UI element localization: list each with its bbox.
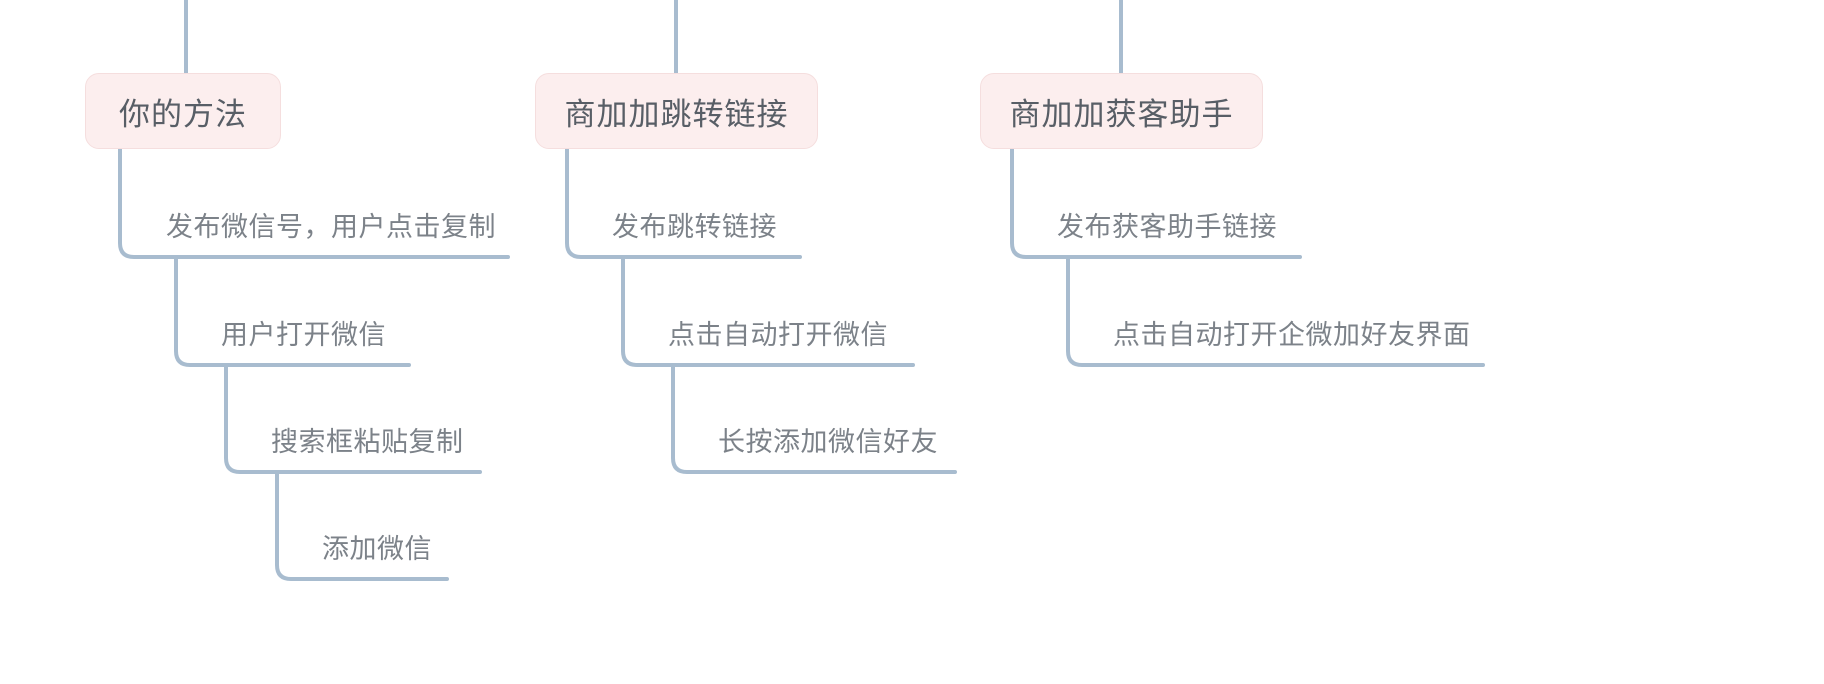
step-label-b2-s1[interactable]: 发布跳转链接 (612, 212, 777, 242)
node-branch-2-label: 商加加跳转链接 (564, 96, 789, 132)
step-label-b1-s4[interactable]: 添加微信 (322, 534, 432, 564)
step-label-b2-s3[interactable]: 长按添加微信好友 (718, 427, 938, 457)
step-label-b1-s2[interactable]: 用户打开微信 (221, 320, 386, 350)
step-label-b3-s2[interactable]: 点击自动打开企微加好友界面 (1113, 320, 1471, 350)
node-branch-3[interactable]: 商加加获客助手 (980, 73, 1263, 149)
step-label-b2-s2[interactable]: 点击自动打开微信 (668, 320, 888, 350)
step-label-b1-s1[interactable]: 发布微信号，用户点击复制 (166, 212, 496, 242)
step-label-b1-s3[interactable]: 搜索框粘贴复制 (271, 427, 464, 457)
node-branch-2[interactable]: 商加加跳转链接 (535, 73, 818, 149)
node-branch-1-label: 你的方法 (119, 96, 247, 132)
node-branch-1[interactable]: 你的方法 (85, 73, 281, 149)
step-label-b3-s1[interactable]: 发布获客助手链接 (1057, 212, 1277, 242)
node-branch-3-label: 商加加获客助手 (1009, 96, 1234, 132)
